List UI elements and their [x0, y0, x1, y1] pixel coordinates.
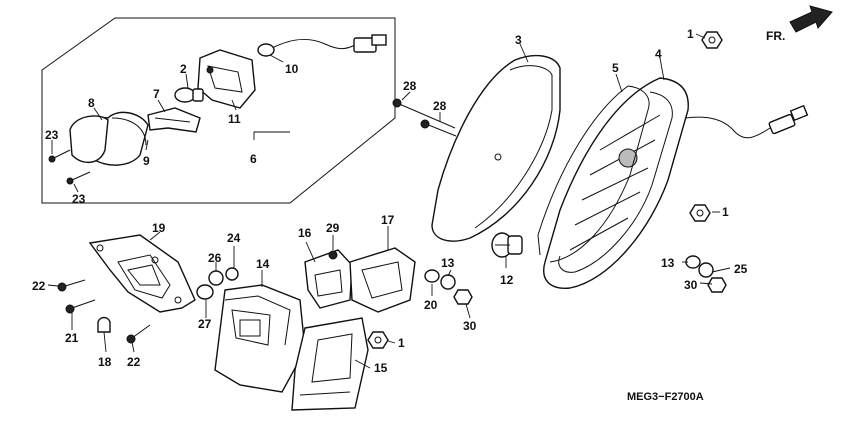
label-15: 15 — [374, 361, 388, 375]
label-24: 24 — [227, 231, 241, 245]
part-labels: 1 2 3 4 5 6 7 8 9 10 11 12 1 13 14 15 16… — [32, 27, 748, 375]
direction-label: FR. — [766, 29, 785, 43]
label-8: 8 — [88, 96, 95, 110]
label-6: 6 — [250, 152, 257, 166]
label-18: 18 — [98, 355, 112, 369]
front-direction-arrow: FR. — [766, 5, 833, 43]
bracket-bolts — [57, 279, 151, 344]
rubber-mounts-center — [424, 269, 473, 305]
label-23-top: 23 — [45, 128, 59, 142]
label-13-center: 13 — [441, 256, 455, 270]
label-9: 9 — [143, 154, 150, 168]
label-22-bottom: 22 — [127, 355, 141, 369]
license-light-socket — [197, 49, 256, 109]
label-7: 7 — [153, 87, 160, 101]
label-28-right: 28 — [433, 99, 447, 113]
license-bracket — [88, 234, 196, 313]
label-21: 21 — [65, 331, 79, 345]
diagram-code: MEG3−F2700A — [627, 391, 704, 403]
license-light-wire-harness — [257, 34, 387, 57]
label-11: 11 — [228, 112, 241, 126]
nuts — [367, 31, 723, 349]
license-light-bulb — [174, 87, 204, 103]
label-2: 2 — [180, 62, 187, 76]
leader-lines — [47, 33, 731, 369]
label-14: 14 — [256, 257, 270, 271]
tail-light-gasket — [537, 85, 650, 263]
tail-light-outer-lens — [431, 54, 561, 242]
label-16: 16 — [298, 226, 312, 240]
license-plate-seal — [291, 317, 369, 411]
license-light-lens-gasket — [147, 107, 201, 133]
label-29: 29 — [326, 221, 340, 235]
license-light-screws — [48, 149, 91, 185]
label-1-right: 1 — [722, 205, 729, 219]
label-26: 26 — [208, 251, 222, 265]
tail-lens-screws — [392, 98, 457, 137]
tail-light-bulb — [491, 232, 523, 258]
label-12: 12 — [500, 273, 514, 287]
license-light-assembly-outline — [41, 17, 396, 204]
label-22-left: 22 — [32, 279, 46, 293]
label-17: 17 — [381, 213, 395, 227]
mounting-stay — [304, 247, 416, 313]
label-5: 5 — [612, 61, 619, 75]
collars — [196, 267, 239, 300]
label-10: 10 — [285, 62, 299, 76]
label-3: 3 — [515, 33, 522, 47]
label-20: 20 — [424, 298, 438, 312]
label-27: 27 — [198, 317, 212, 331]
label-30-center: 30 — [463, 319, 477, 333]
license-light-lens — [69, 111, 149, 166]
label-30-right: 30 — [684, 278, 698, 292]
label-25: 25 — [734, 262, 748, 276]
tail-light-wire-harness — [684, 104, 809, 139]
label-1-top: 1 — [687, 27, 694, 41]
label-28-left: 28 — [403, 79, 417, 93]
label-13-right: 13 — [661, 256, 675, 270]
label-1-bottom: 1 — [398, 336, 405, 350]
tail-light-housing — [543, 77, 689, 289]
label-4: 4 — [655, 47, 662, 61]
license-plate-holder — [214, 284, 306, 393]
label-19: 19 — [152, 221, 166, 235]
label-23-bottom: 23 — [72, 192, 86, 206]
